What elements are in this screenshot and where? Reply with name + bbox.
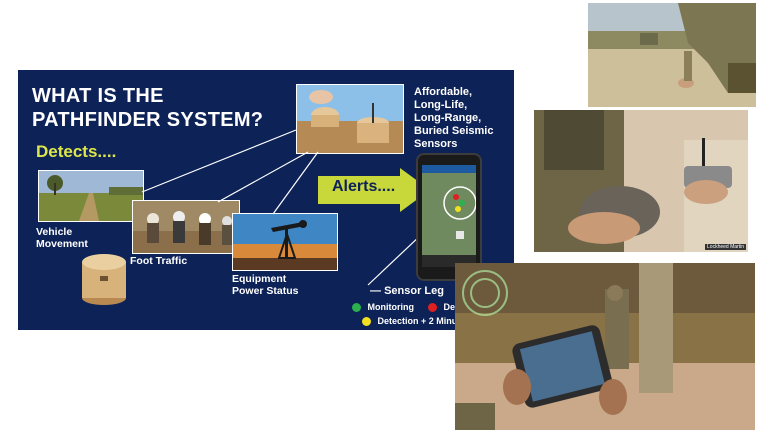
buried-sensor-photo — [296, 84, 404, 154]
pathfinder-slide: WHAT IS THE PATHFINDER SYSTEM? Detects..… — [18, 70, 514, 330]
tablet-field-photo — [455, 263, 755, 430]
slide-title: WHAT IS THE PATHFINDER SYSTEM? — [32, 85, 264, 131]
legend-monitoring-label: Monitoring — [367, 302, 415, 312]
legend-item-detection: De — [428, 302, 456, 313]
sensor-legend-title-text: Sensor Leg — [384, 285, 444, 297]
smartphone — [416, 153, 482, 281]
legend-detection-2min-label: Detection + 2 Minu — [377, 316, 458, 326]
vehicle-movement-label: Vehicle Movement — [36, 226, 88, 250]
foot-traffic-label: Foot Traffic — [130, 255, 188, 267]
soldier-placing-sensor-photo — [588, 3, 756, 107]
alerts-label: Alerts.... — [332, 178, 396, 195]
yellow-dot-icon — [362, 317, 371, 327]
legend-item-detection-2min: Detection + 2 Minu — [362, 316, 458, 327]
photo-credit: Lockheed Martin — [705, 244, 746, 250]
phone-map-screen — [422, 165, 477, 267]
equipment-power-label: Equipment Power Status — [232, 273, 299, 297]
red-dot-icon — [428, 303, 437, 313]
sensor-legend-title: — Sensor Leg — [370, 285, 444, 297]
foot-traffic-photo — [132, 200, 240, 254]
equipment-photo — [232, 213, 338, 271]
legend-detection-label: De — [443, 302, 456, 312]
vehicle-movement-photo — [38, 170, 144, 222]
green-dot-icon — [352, 303, 361, 313]
alerts-arrow — [318, 168, 430, 212]
legend-item-monitoring: Monitoring — [352, 302, 415, 313]
hands-holding-sensor-photo: Lockheed Martin — [534, 110, 748, 252]
detects-label: Detects.... — [36, 142, 117, 161]
seismic-sensor-device — [80, 252, 128, 306]
sensor-description: Affordable, Long-Life, Long-Range, Burie… — [414, 86, 494, 150]
